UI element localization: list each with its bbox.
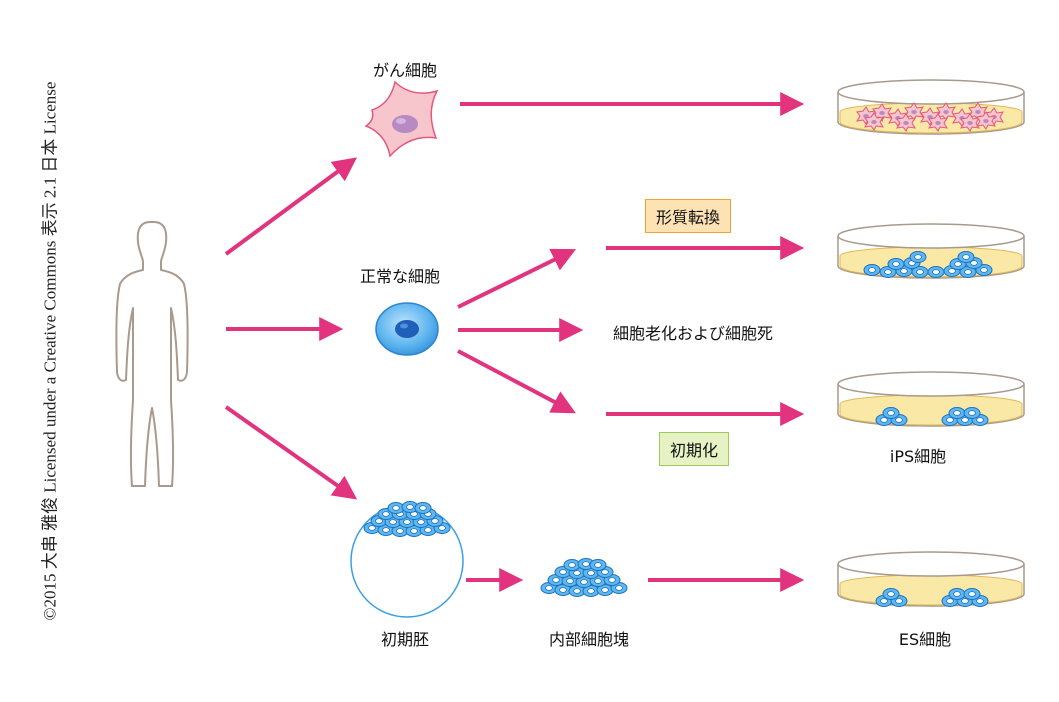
normal-cell-icon: [375, 302, 439, 356]
label-normal-cell: 正常な細胞: [359, 267, 441, 286]
label-early-embryo: 初期胚: [380, 630, 430, 649]
label-es-cell: ES細胞: [898, 630, 952, 649]
label-senescence: 細胞老化および細胞死: [613, 324, 774, 343]
early-embryo-icon: [350, 501, 464, 618]
arrow-normal-branch-up: [457, 248, 577, 309]
label-reprogramming: 初期化: [659, 432, 730, 466]
cancer-cell-icon: [364, 80, 439, 158]
inner-cell-mass-icon: [540, 558, 628, 597]
label-ips-cell: iPS細胞: [889, 447, 947, 466]
arrow-human-to-cancer: [224, 157, 358, 256]
arrow-normal-branch-down: [457, 349, 576, 414]
culture-dish-es: [837, 551, 1025, 607]
copyright-text: ©2015 大串 雅俊 Licensed under a Creative Co…: [40, 81, 60, 621]
culture-dish-cancer: [837, 79, 1025, 135]
arrow-human-to-embryo: [224, 405, 358, 500]
culture-dish-ips: [837, 371, 1025, 427]
label-cancer-cell: がん細胞: [372, 61, 438, 80]
label-inner-cell-mass: 内部細胞塊: [548, 630, 630, 649]
culture-dish-transformed: [837, 223, 1025, 279]
human-figure-icon: [115, 221, 189, 487]
label-transformation: 形質転換: [645, 199, 732, 233]
